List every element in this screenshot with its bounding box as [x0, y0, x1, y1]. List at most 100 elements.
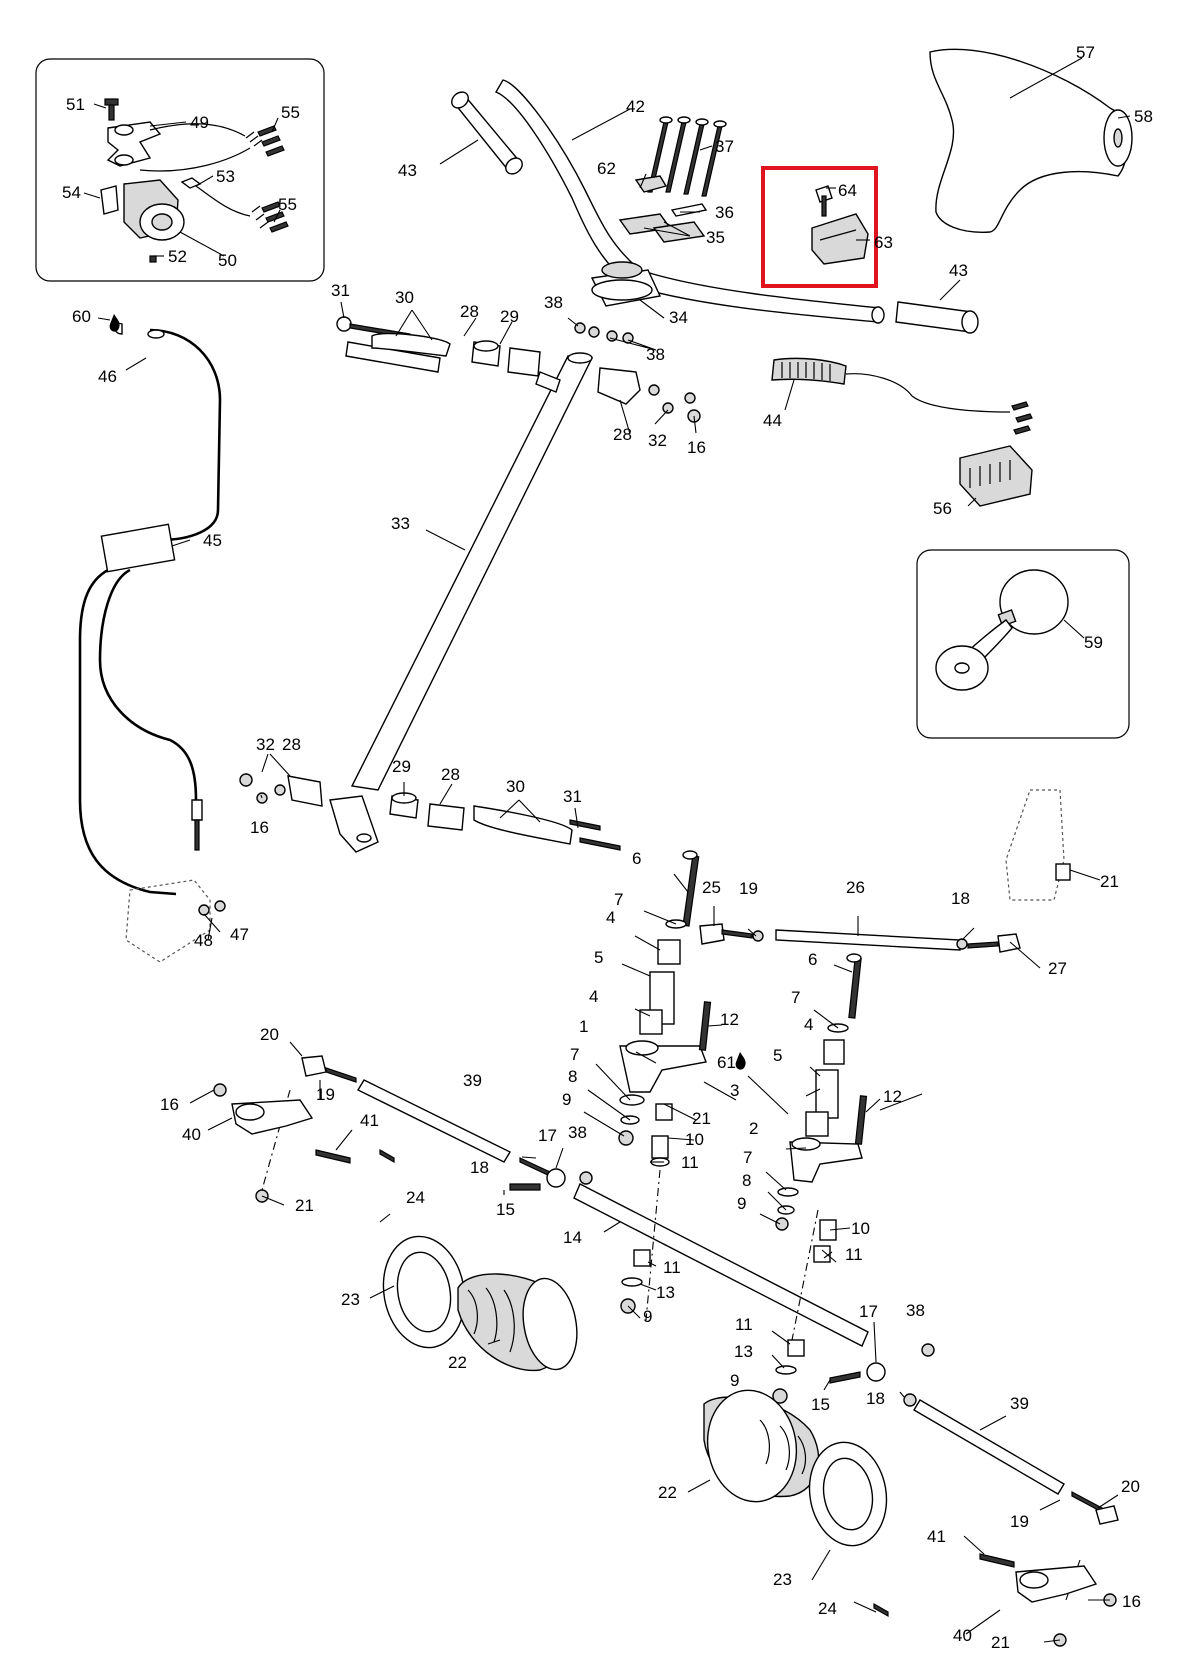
callout-labels: 1 2 3 4 4 4 5 5 6 6 7 7 7 7 8 8 9 9 9 9 … [62, 43, 1153, 1652]
callout-2: 2 [749, 1119, 758, 1138]
callout-18: 18 [951, 889, 970, 908]
callout-12: 12 [720, 1010, 739, 1029]
callout-58: 58 [1134, 107, 1153, 126]
callout-35: 35 [706, 228, 725, 247]
callout-63: 63 [874, 233, 893, 252]
callout-9: 9 [562, 1090, 571, 1109]
callout-55: 55 [278, 195, 297, 214]
callout-32: 32 [648, 431, 667, 450]
callout-16: 16 [1122, 1592, 1141, 1611]
callout-17: 17 [859, 1302, 878, 1321]
callout-36: 36 [715, 203, 734, 222]
callout-30: 30 [506, 777, 525, 796]
callout-11: 11 [663, 1258, 681, 1277]
callout-55: 55 [281, 103, 300, 122]
inset-horn-box [916, 549, 1130, 739]
callout-43: 43 [949, 261, 968, 280]
callout-13: 13 [734, 1342, 753, 1361]
callout-52: 52 [168, 247, 187, 266]
callout-51: 51 [66, 95, 85, 114]
steering-linkage-lower [213, 789, 1119, 1647]
callout-37: 37 [715, 137, 734, 156]
callout-29: 29 [392, 757, 411, 776]
callout-38: 38 [646, 345, 665, 364]
callout-38: 38 [568, 1123, 587, 1142]
callout-59: 59 [1084, 633, 1103, 652]
callout-17: 17 [538, 1126, 557, 1145]
callout-45: 45 [203, 531, 222, 550]
callout-4: 4 [589, 987, 598, 1006]
callout-29: 29 [500, 307, 519, 326]
callout-31: 31 [563, 787, 582, 806]
grip-cover-part [929, 48, 1133, 233]
callout-38: 38 [544, 293, 563, 312]
callout-30: 30 [395, 288, 414, 307]
callout-8: 8 [568, 1067, 577, 1086]
callout-21: 21 [295, 1196, 314, 1215]
callout-16: 16 [160, 1095, 179, 1114]
callout-9: 9 [737, 1194, 746, 1213]
callout-25: 25 [702, 878, 721, 897]
callout-4: 4 [606, 908, 615, 927]
horn-bulb-part [935, 569, 1069, 691]
callout-53: 53 [216, 167, 235, 186]
callout-28: 28 [613, 425, 632, 444]
callout-6: 6 [808, 950, 817, 969]
callout-23: 23 [773, 1570, 792, 1589]
callout-12: 12 [883, 1087, 902, 1106]
callout-1: 1 [579, 1017, 588, 1036]
callout-16: 16 [250, 818, 269, 837]
callout-43: 43 [398, 161, 417, 180]
callout-11: 11 [735, 1315, 753, 1334]
heated-grip-part [771, 357, 1033, 507]
callout-28: 28 [441, 765, 460, 784]
callout-19: 19 [1010, 1512, 1029, 1531]
callout-9: 9 [643, 1307, 652, 1326]
callout-10: 10 [685, 1130, 704, 1149]
callout-14: 14 [563, 1228, 582, 1247]
callout-19: 19 [739, 879, 758, 898]
callout-11: 11 [681, 1153, 699, 1172]
callout-16: 16 [687, 438, 706, 457]
clamp-cover-part [811, 185, 869, 265]
callout-47: 47 [230, 925, 249, 944]
callout-41: 41 [360, 1111, 379, 1130]
handlebar-assembly [451, 79, 979, 344]
callout-41: 41 [927, 1527, 946, 1546]
callout-15: 15 [811, 1395, 830, 1414]
callout-28: 28 [460, 302, 479, 321]
callout-20: 20 [1121, 1477, 1140, 1496]
callout-27: 27 [1048, 959, 1067, 978]
callout-39: 39 [463, 1071, 482, 1090]
callout-6: 6 [632, 849, 641, 868]
callout-22: 22 [658, 1483, 677, 1502]
callout-57: 57 [1076, 43, 1095, 62]
callout-4: 4 [804, 1015, 813, 1034]
steering-boots [379, 1148, 889, 1618]
callout-8: 8 [742, 1171, 751, 1190]
callout-32: 32 [256, 735, 275, 754]
callout-61: 61 [717, 1053, 736, 1072]
ignition-switch-parts [100, 98, 289, 263]
callout-56: 56 [933, 499, 952, 518]
callout-5: 5 [773, 1046, 782, 1065]
callout-42: 42 [626, 97, 645, 116]
callout-7: 7 [614, 890, 623, 909]
callout-62: 62 [597, 159, 616, 178]
oil-drop-icon [109, 314, 120, 332]
callout-21: 21 [1100, 872, 1119, 891]
callout-34: 34 [669, 308, 688, 327]
callout-22: 22 [448, 1353, 467, 1372]
callout-18: 18 [866, 1389, 885, 1408]
callout-40: 40 [182, 1125, 201, 1144]
callout-40: 40 [953, 1626, 972, 1645]
callout-31: 31 [331, 281, 350, 300]
callout-23: 23 [341, 1290, 360, 1309]
throttle-cable [78, 322, 226, 963]
callout-10: 10 [851, 1219, 870, 1238]
callout-64: 64 [838, 181, 857, 200]
callout-20: 20 [260, 1025, 279, 1044]
leader-lines [83, 57, 1131, 1643]
callout-9: 9 [730, 1371, 739, 1390]
